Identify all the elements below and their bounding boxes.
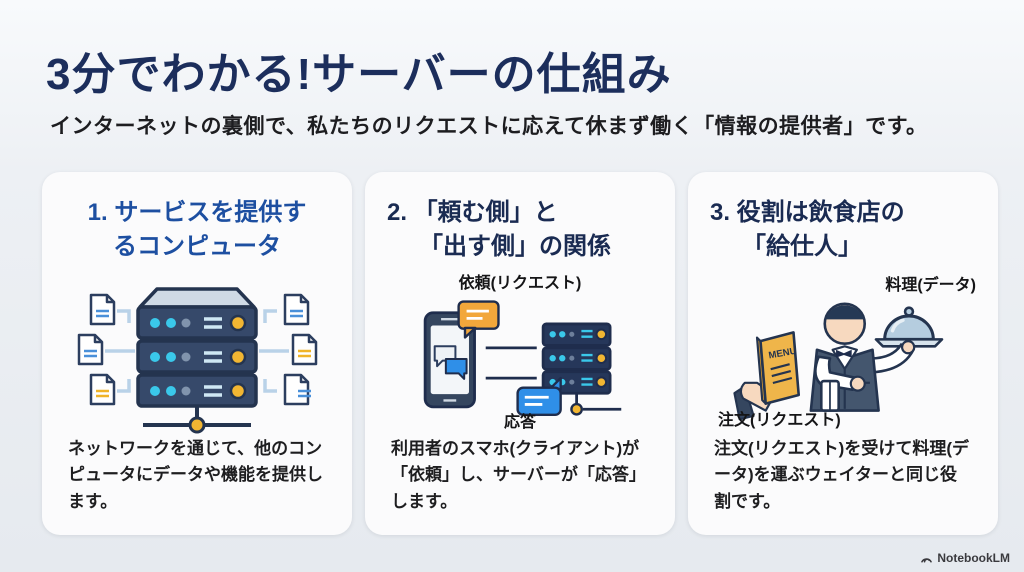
request-label: 依頼(リクエスト) xyxy=(458,275,582,293)
food-data-label: 料理(データ) xyxy=(885,277,976,295)
brand-watermark: NotebookLM xyxy=(920,551,1010,565)
card2-body: 利用者のスマホ(クライアント)が「依頼」し、サーバーが「応答」します。 xyxy=(391,438,646,511)
card3-body: 注文(リクエスト)を受けて料理(データ)を運ぶウェイターと同じ役割です。 xyxy=(714,438,969,511)
card3-title-line2: 「給仕人」 xyxy=(742,232,862,260)
response-label: 応答 xyxy=(503,413,536,431)
menu-icon: MENU xyxy=(733,330,801,420)
waiter-icon xyxy=(809,302,916,412)
card-server-computer: 1. サービスを提供す るコンピュータ xyxy=(42,172,352,535)
card2-title: 2. 「頼む側」と 「出す側」の関係 xyxy=(387,196,653,263)
card1-body: ネットワークを通じて、他のコンピュータにデータや機能を提供します。 xyxy=(68,438,323,511)
card-client-server: 2. 「頼む側」と 「出す側」の関係 依頼(リクエスト) xyxy=(365,172,675,535)
client-server-diagram xyxy=(423,299,622,416)
card-row: 1. サービスを提供す るコンピュータ xyxy=(42,172,998,535)
card1-title-line2: るコンピュータ xyxy=(113,232,281,260)
brand-name: NotebookLM xyxy=(937,551,1010,565)
request-bubble-icon xyxy=(457,299,500,339)
notebooklm-logo-icon xyxy=(921,557,933,563)
chat-bubble-icon xyxy=(433,344,468,380)
card1-title-line1: 1. サービスを提供す xyxy=(87,199,307,226)
card3-illustration: 料理(データ) xyxy=(710,269,976,432)
smartphone-icon xyxy=(423,310,476,408)
page-title: 3分でわかる!サーバーの仕組み xyxy=(46,50,672,99)
card3-title: 3. 役割は飲食店の 「給仕人」 xyxy=(710,196,976,263)
card3-title-line1: 3. 役割は飲食店の xyxy=(710,199,905,226)
card1-illustration xyxy=(64,269,330,434)
card2-title-line1: 2. 「頼む側」と xyxy=(387,199,558,226)
card2-title-line2: 「出す側」の関係 xyxy=(419,232,611,260)
waiter-illustration: MENU xyxy=(733,302,944,420)
server-icon xyxy=(541,322,622,416)
order-request-label: 注文(リクエスト) xyxy=(718,411,841,429)
response-bubble-icon xyxy=(516,376,562,416)
card2-illustration: 依頼(リクエスト) xyxy=(387,269,653,432)
menu-label: MENU xyxy=(768,345,798,361)
card1-title: 1. サービスを提供す るコンピュータ xyxy=(64,196,330,263)
page-subtitle: インターネットの裏側で、私たちのリクエストに応えて休まず働く「情報の提供者」です… xyxy=(50,115,928,138)
card-waiter-analogy: 3. 役割は飲食店の 「給仕人」 料理(データ) xyxy=(688,172,998,535)
server-rack-icon xyxy=(77,286,318,434)
